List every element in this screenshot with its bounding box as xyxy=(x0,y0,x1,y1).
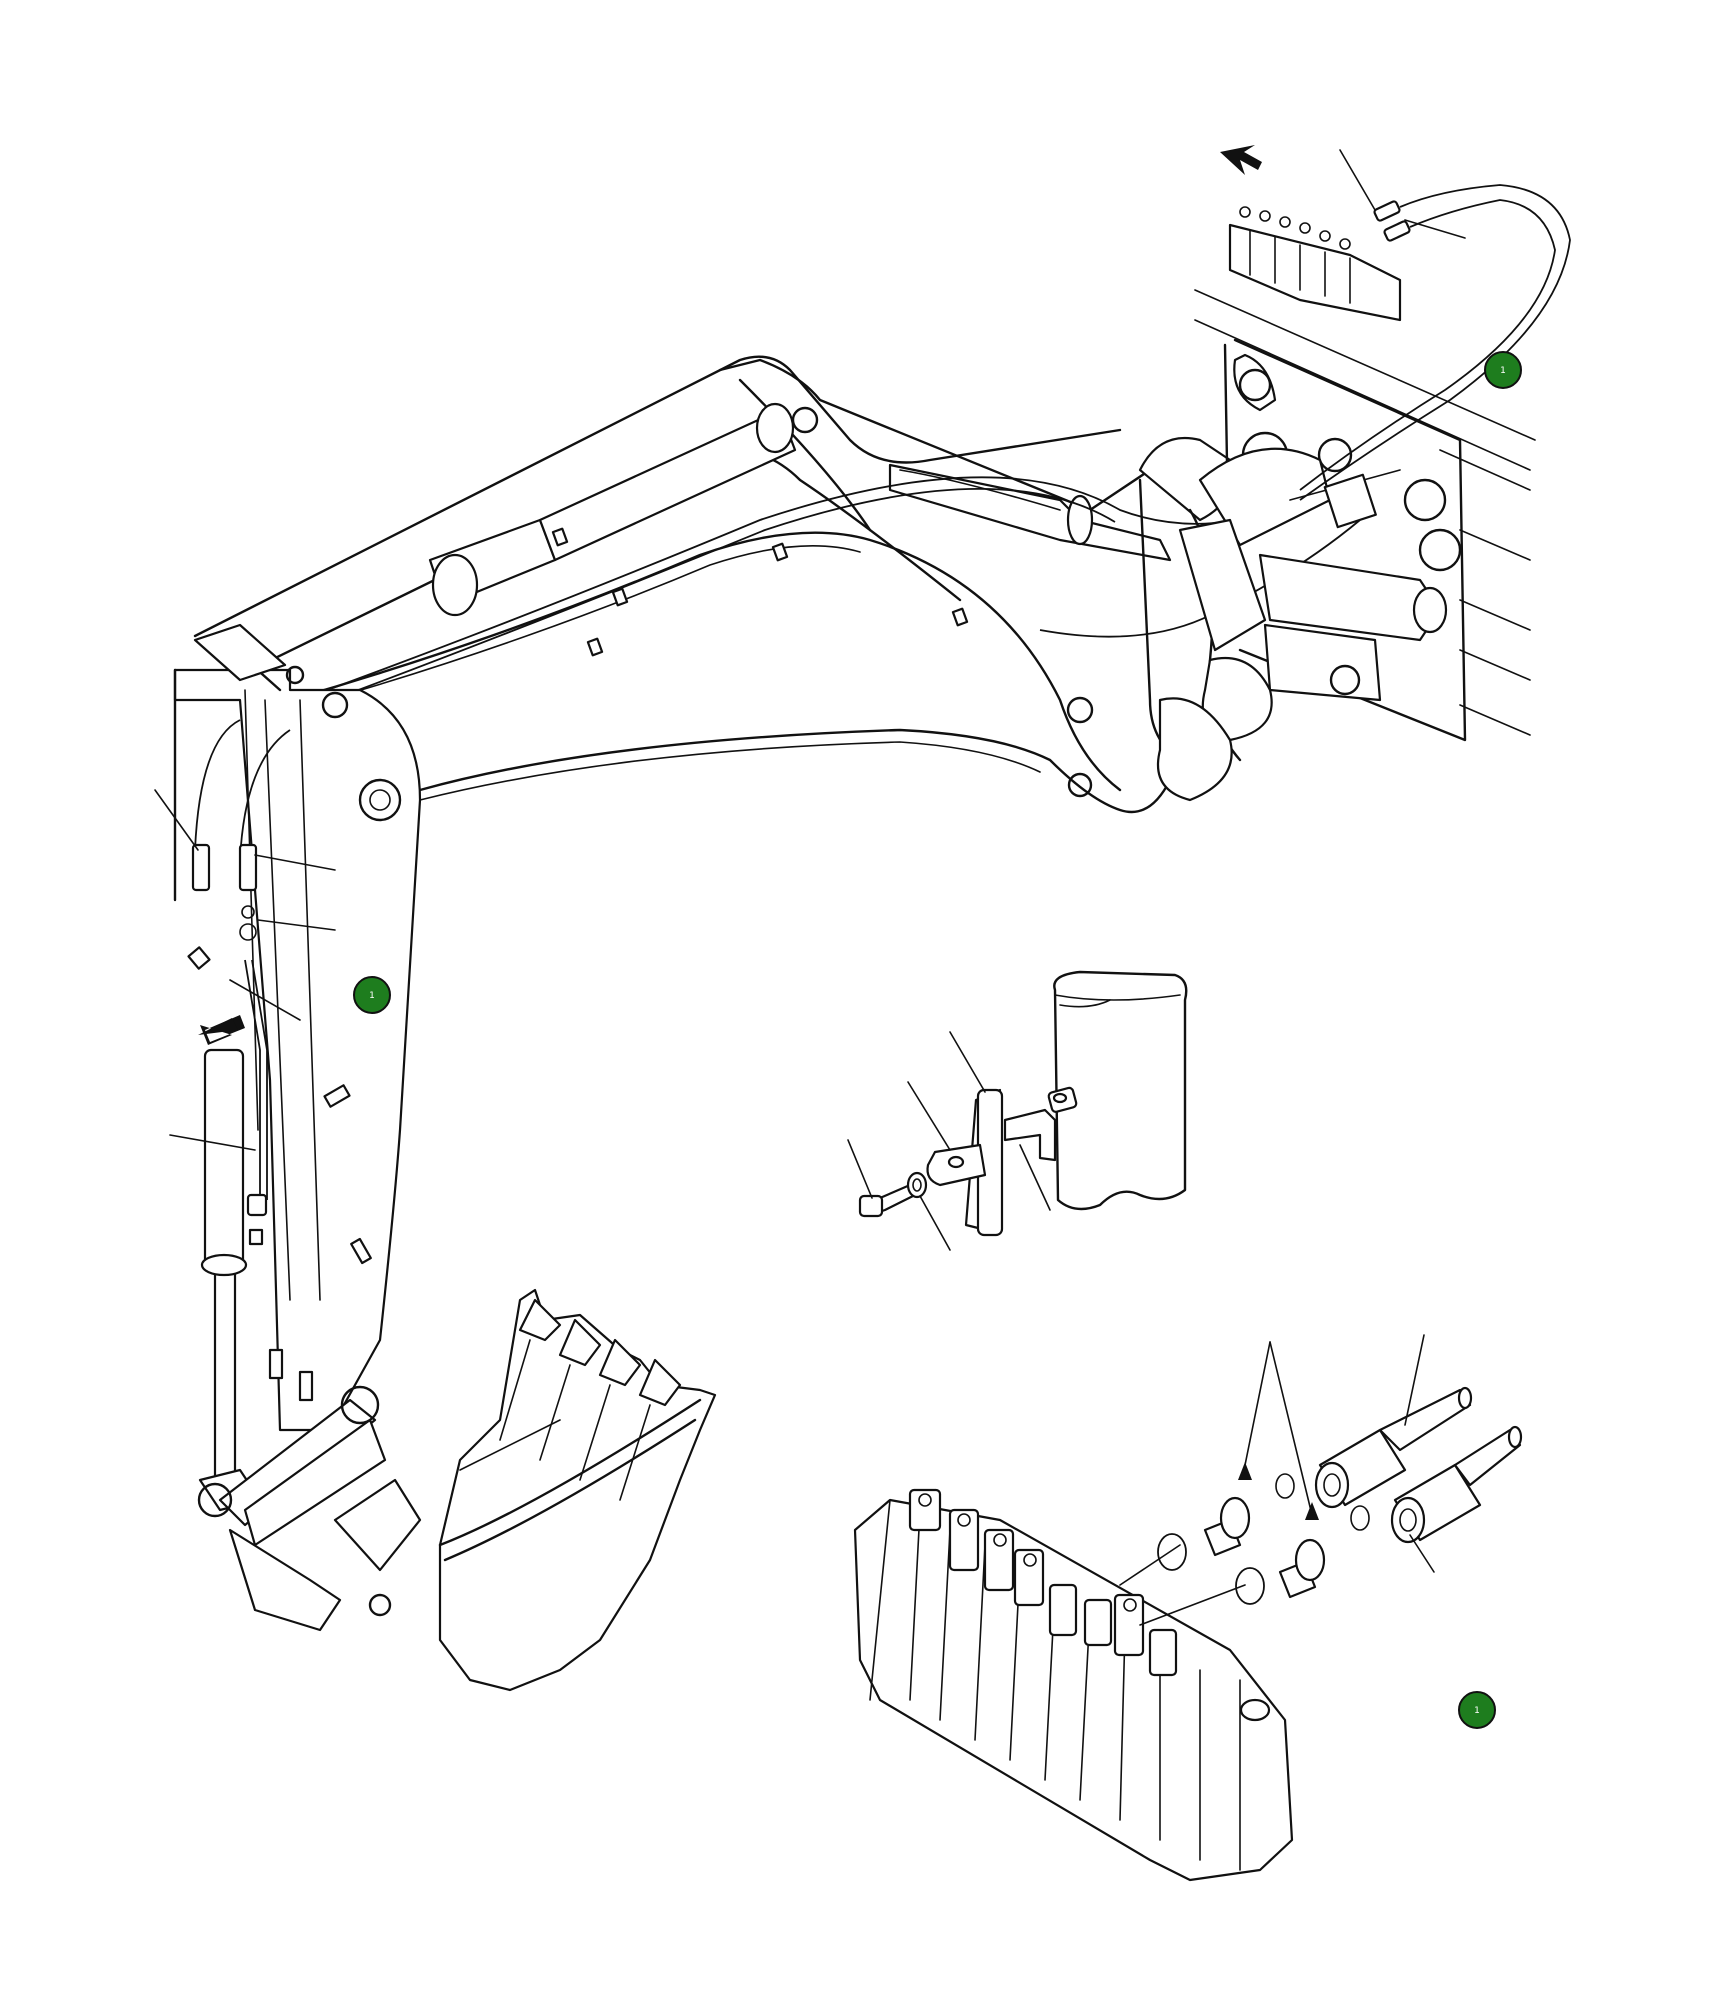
top-valve-group xyxy=(1220,145,1571,501)
badge-label: 1 xyxy=(369,991,375,1001)
badge-label: 1 xyxy=(1500,366,1506,376)
dipper-arm xyxy=(173,623,422,1512)
callout-badge: 1 xyxy=(353,976,391,1014)
badge-circle xyxy=(353,976,391,1014)
swing-bracket xyxy=(1156,289,1536,802)
clamp-detail xyxy=(858,970,1188,1237)
badge-label: 1 xyxy=(1474,1706,1480,1716)
bucket-assembly xyxy=(197,1288,717,1692)
callout-badge: 1 xyxy=(1458,1691,1496,1729)
valve-block-detail xyxy=(853,1386,1523,1882)
badge-circle xyxy=(1458,1691,1496,1729)
badge-circle xyxy=(1484,351,1522,389)
callout-badge: 1 xyxy=(1484,351,1522,389)
boom-assembly xyxy=(193,355,1361,814)
leader-lines xyxy=(154,149,1466,1573)
